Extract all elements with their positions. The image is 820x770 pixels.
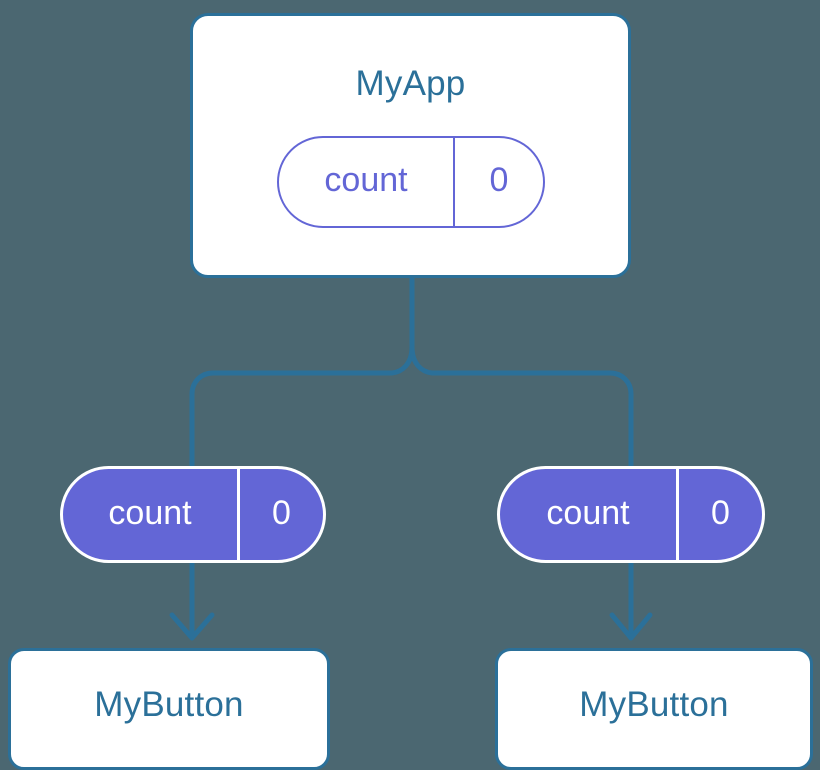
component-title-myapp: MyApp [355, 64, 466, 103]
component-title-mybutton-left: MyButton [94, 685, 244, 724]
prop-pill-right-count[interactable]: count 0 [497, 466, 765, 563]
left-arrow-head [169, 612, 215, 641]
component-box-mybutton-right[interactable]: MyButton [495, 648, 813, 770]
component-box-mybutton-left[interactable]: MyButton [8, 648, 330, 770]
prop-pill-left-count[interactable]: count 0 [60, 466, 326, 563]
state-pill-myapp-count[interactable]: count 0 [277, 136, 545, 228]
fork-right-connector [409, 344, 634, 473]
prop-pill-value: 0 [676, 469, 762, 560]
prop-pill-key: count [108, 493, 192, 532]
state-pill-value: 0 [453, 138, 543, 226]
leaf-title-wrap: MyButton [11, 651, 327, 767]
fork-left-connector [189, 344, 415, 473]
prop-pill-key: count [546, 493, 630, 532]
right-arrow-head [609, 612, 653, 641]
state-pill-key: count [324, 161, 408, 199]
leaf-title-wrap: MyButton [498, 651, 810, 767]
component-title-mybutton-right: MyButton [579, 685, 729, 724]
prop-pill-value: 0 [237, 469, 323, 560]
